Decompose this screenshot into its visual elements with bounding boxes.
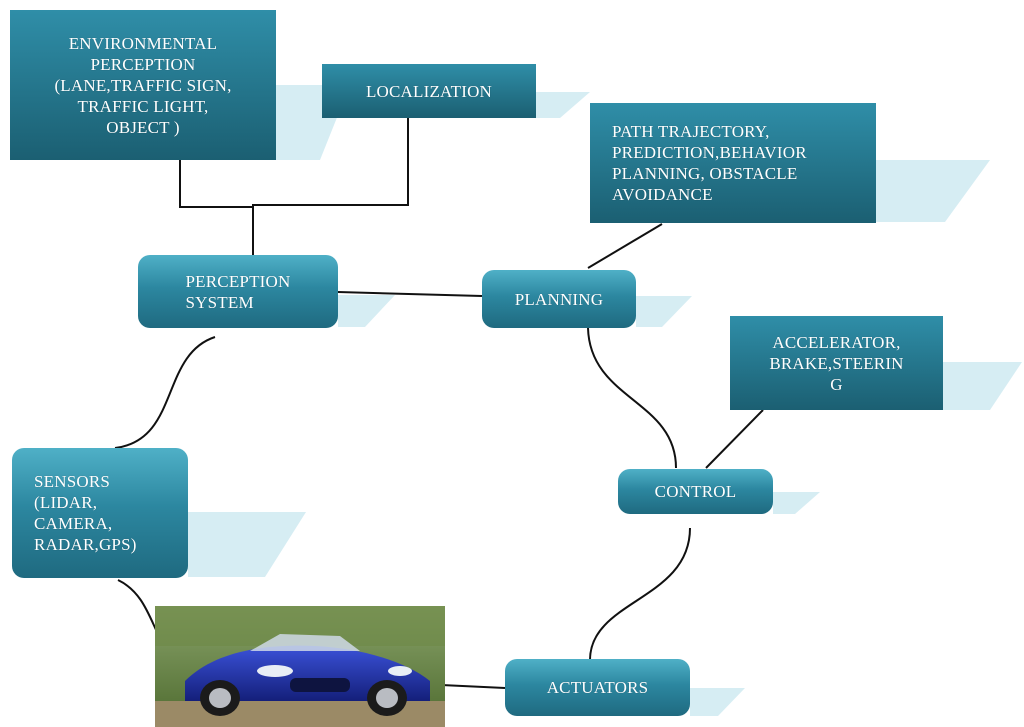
control-label: CONTROL — [654, 482, 737, 501]
car-photo — [155, 606, 445, 727]
perception-system-box: PERCEPTION SYSTEM — [138, 255, 338, 328]
localization-box: LOCALIZATION — [322, 64, 536, 118]
shadow-sensors — [188, 512, 306, 577]
connector-planning-to-control — [587, 327, 677, 469]
connector-localization-to-perception — [252, 118, 409, 255]
connector-environmental-to-perception — [179, 160, 253, 208]
environmental-perception-box: ENVIRONMENTAL PERCEPTION (LANE,TRAFFIC S… — [10, 10, 276, 160]
accelerator-label: ACCELERATOR, BRAKE,STEERIN G — [769, 332, 904, 394]
connector-perception-to-planning — [337, 291, 483, 297]
shadow-perception — [338, 295, 395, 327]
shadow-path — [876, 160, 990, 222]
environmental-perception-label: ENVIRONMENTAL PERCEPTION (LANE,TRAFFIC S… — [54, 33, 232, 137]
connectors — [114, 118, 764, 689]
shadow-control — [773, 492, 820, 514]
sports-car-photo — [155, 606, 445, 727]
sensors-label: SENSORS (LIDAR, CAMERA, RADAR,GPS) — [34, 472, 137, 554]
localization-label: LOCALIZATION — [365, 81, 493, 101]
shadow-localization — [536, 92, 590, 118]
connector-path-to-planning — [587, 223, 663, 269]
shadow-planning — [636, 296, 692, 327]
accelerator-box: ACCELERATOR, BRAKE,STEERIN G — [730, 316, 943, 410]
path-trajectory-box: PATH TRAJECTORY, PREDICTION,BEHAVIOR PLA… — [590, 103, 876, 223]
planning-label: PLANNING — [514, 289, 604, 309]
shadow-accelerator — [943, 362, 1022, 410]
path-trajectory-label: PATH TRAJECTORY, PREDICTION,BEHAVIOR PLA… — [612, 122, 807, 204]
perception-system-label: PERCEPTION SYSTEM — [185, 271, 291, 312]
connector-accelerator-to-control — [705, 409, 764, 469]
control-box: CONTROL — [618, 469, 773, 514]
planning-box: PLANNING — [482, 270, 636, 328]
actuators-box: ACTUATORS — [505, 659, 690, 716]
box-shadows — [188, 85, 1022, 716]
actuators-label: ACTUATORS — [546, 678, 649, 697]
shadow-actuators — [690, 688, 745, 716]
connector-perception-to-sensors — [114, 336, 216, 449]
connector-control-to-actuators — [589, 527, 691, 661]
sensors-box: SENSORS (LIDAR, CAMERA, RADAR,GPS) — [12, 448, 188, 578]
